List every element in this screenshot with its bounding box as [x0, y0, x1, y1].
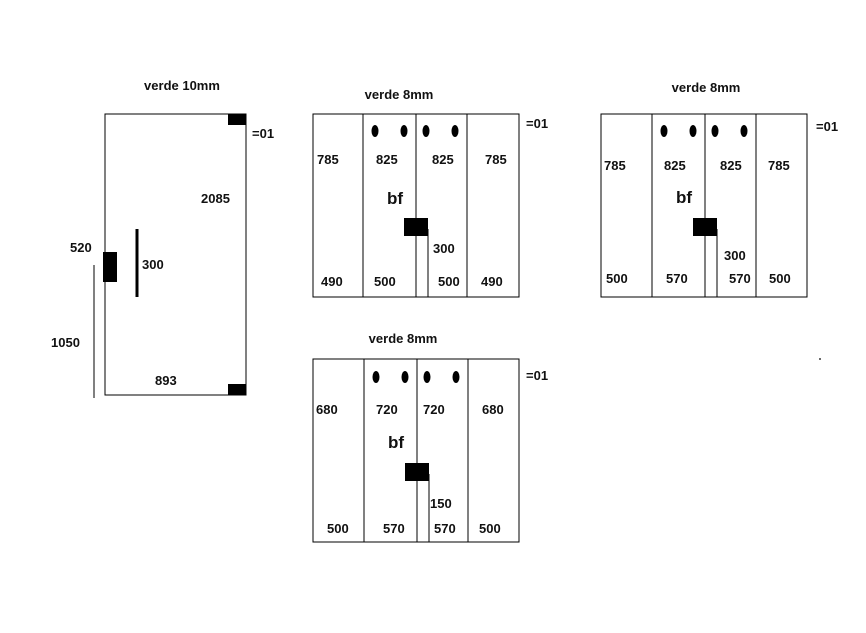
panel-2-bottom-width: 500 [606, 271, 628, 286]
door-handle-block [103, 252, 117, 282]
panel-3-top-width: 680 [316, 402, 338, 417]
panel-3-top-width: 720 [376, 402, 398, 417]
panel-1-top-width: 785 [485, 152, 507, 167]
panel-1-bottom-width: 490 [321, 274, 343, 289]
panel-3-hole [423, 371, 431, 383]
panel-1-title: verde 8mm [365, 87, 434, 102]
panel-3-hole [401, 371, 409, 383]
panel-3-qty: =01 [526, 368, 548, 383]
panel-1-top-width: 825 [376, 152, 398, 167]
panel-2-hole [689, 125, 697, 137]
panel-1: verde 8mm 785 825 825 785 bf 300 490 500… [312, 87, 548, 298]
panel-3-top-width: 720 [423, 402, 445, 417]
stray-dot [819, 358, 821, 360]
panel-2-hole [660, 125, 668, 137]
door-floor-offset: 1050 [51, 335, 80, 350]
door-outline [104, 113, 247, 396]
panel-2-lock-block [693, 218, 717, 236]
panel-2-hole [740, 125, 748, 137]
panel-3-outline [312, 358, 520, 543]
panel-1-cut-height: 300 [433, 241, 455, 256]
panel-1-lock-block [404, 218, 428, 236]
panel-3-hole [452, 371, 460, 383]
panel-1-qty: =01 [526, 116, 548, 131]
panel-2-bottom-width: 570 [729, 271, 751, 286]
panel-1-hole [422, 125, 430, 137]
panel-2-top-width: 785 [768, 158, 790, 173]
panel-1-bottom-width: 500 [438, 274, 460, 289]
panel-1-top-width: 825 [432, 152, 454, 167]
panel-2-top-width: 825 [720, 158, 742, 173]
panel-2-top-width: 785 [604, 158, 626, 173]
panel-3-lock-block [405, 463, 429, 481]
panel-3-top-width: 680 [482, 402, 504, 417]
panel-2-qty: =01 [816, 119, 838, 134]
panel-1-top-width: 785 [317, 152, 339, 167]
door-drawing: verde 10mm =01 2085 893 300 520 1050 [51, 78, 274, 398]
panel-3-lock-label: bf [388, 433, 404, 452]
panel-2-cut-height: 300 [724, 248, 746, 263]
door-title: verde 10mm [144, 78, 220, 93]
panel-3-bottom-width: 570 [434, 521, 456, 536]
panel-1-bottom-width: 490 [481, 274, 503, 289]
door-bottom-hinge [228, 384, 246, 395]
panel-3-cut-height: 150 [430, 496, 452, 511]
door-handle-length: 300 [142, 257, 164, 272]
panel-3-bottom-width: 500 [327, 521, 349, 536]
panel-3: verde 8mm 680 720 720 680 bf 150 500 570… [312, 331, 548, 543]
panel-2-outline [600, 113, 808, 298]
panel-2-hole [711, 125, 719, 137]
panel-3-bottom-width: 500 [479, 521, 501, 536]
panel-2-bottom-width: 570 [666, 271, 688, 286]
door-height: 2085 [201, 191, 230, 206]
door-qty: =01 [252, 126, 274, 141]
panel-1-hole [451, 125, 459, 137]
panel-1-hole [371, 125, 379, 137]
panel-1-hole [400, 125, 408, 137]
panel-2: verde 8mm 785 825 825 785 bf 300 500 570… [600, 80, 838, 298]
panel-2-top-width: 825 [664, 158, 686, 173]
panel-2-bottom-width: 500 [769, 271, 791, 286]
panel-2-title: verde 8mm [672, 80, 741, 95]
door-top-hinge [228, 114, 246, 125]
panel-3-hole [372, 371, 380, 383]
panel-1-lock-label: bf [387, 189, 403, 208]
panel-2-lock-label: bf [676, 188, 692, 207]
panel-3-title: verde 8mm [369, 331, 438, 346]
door-width: 893 [155, 373, 177, 388]
door-handle-height: 520 [70, 240, 92, 255]
panel-1-bottom-width: 500 [374, 274, 396, 289]
panel-3-bottom-width: 570 [383, 521, 405, 536]
